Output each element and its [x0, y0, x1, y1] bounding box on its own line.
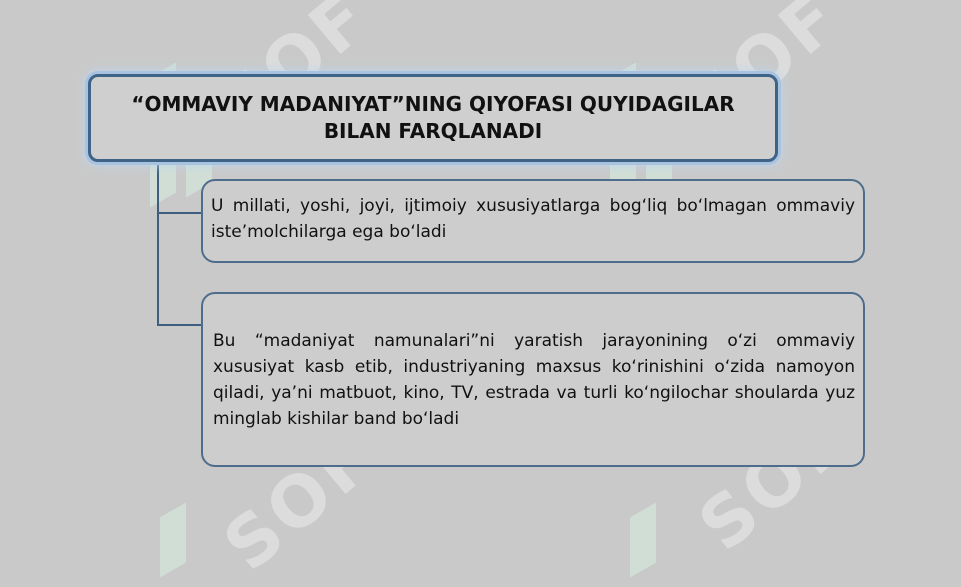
item-box-1: U millati, yoshi, joyi, ijtimoiy xususiy…	[201, 179, 865, 263]
connector-vertical	[157, 160, 159, 326]
title-box: “OMMAVIY MADANIYAT”NING QIYOFASI QUYIDAG…	[88, 74, 778, 162]
item-text-2: Bu “madaniyat namunalari”ni yaratish jar…	[213, 331, 855, 429]
connector-branch-1	[157, 212, 202, 214]
item-text-1: U millati, yoshi, joyi, ijtimoiy xususiy…	[211, 196, 855, 242]
item-box-2: Bu “madaniyat namunalari”ni yaratish jar…	[201, 292, 865, 467]
diagram-title: “OMMAVIY MADANIYAT”NING QIYOFASI QUYIDAG…	[131, 92, 735, 143]
connector-branch-2	[157, 324, 202, 326]
